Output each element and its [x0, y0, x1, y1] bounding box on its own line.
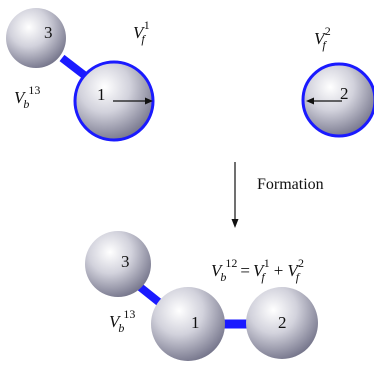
label-vf1: Vf1: [133, 18, 150, 46]
label-vb13-bottom: Vb13: [109, 307, 135, 335]
top-configuration: 3 1 2 Vf1 Vf2 Vb13: [6, 8, 374, 142]
equation-vb12: Vb12=Vf1+Vf2: [211, 256, 304, 284]
velocity-arrow-1: [113, 97, 153, 105]
sphere-2-label-bottom: 2: [278, 313, 287, 332]
sphere-1-bottom: [151, 287, 225, 361]
bottom-configuration: 3 1 2 Vb13 Vb12=Vf1+Vf2: [85, 231, 318, 361]
sphere-2-bottom: [246, 287, 318, 359]
label-vf2: Vf2: [314, 24, 331, 52]
sphere-3-top: [6, 8, 66, 68]
sphere-1-label-top: 1: [97, 85, 106, 104]
formation-arrow: [231, 162, 239, 228]
sphere-2-label-top: 2: [340, 84, 349, 103]
formation-label: Formation: [257, 176, 324, 193]
label-vb13-top: Vb13: [14, 83, 40, 111]
sphere-3-label-bottom: 3: [121, 252, 130, 271]
sphere-3-label-top: 3: [44, 23, 53, 42]
sphere-2-top: [301, 62, 374, 138]
sphere-1-label-bottom: 1: [191, 313, 200, 332]
velocity-arrow-2: [306, 97, 342, 105]
sphere-3-bottom: [85, 231, 151, 297]
